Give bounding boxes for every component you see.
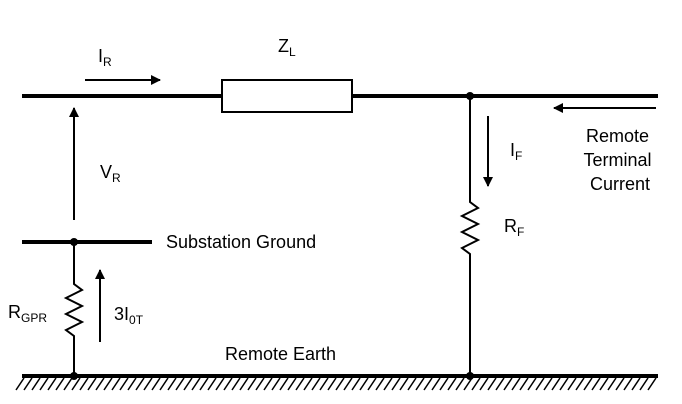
line-impedance [221,79,353,113]
rf-label: RF [504,216,524,239]
earth-hatching [15,377,657,391]
zl-label: ZL [278,36,296,59]
vr-label: VR [100,162,121,185]
earth-node-left [70,372,78,380]
rgpr-label: RGPR [8,302,47,325]
substation-ground-label: Substation Ground [166,232,316,252]
if-label: IF [510,140,522,163]
earth-node-right [466,372,474,380]
ir-label: IR [98,46,112,69]
rgpr-resistor [63,242,85,376]
rf-resistor [459,96,481,376]
remote-terminal-current-label: Remote Terminal Current [583,126,656,194]
remote-earth-label: Remote Earth [225,344,336,364]
i0t-label: 3I0T [114,304,144,327]
